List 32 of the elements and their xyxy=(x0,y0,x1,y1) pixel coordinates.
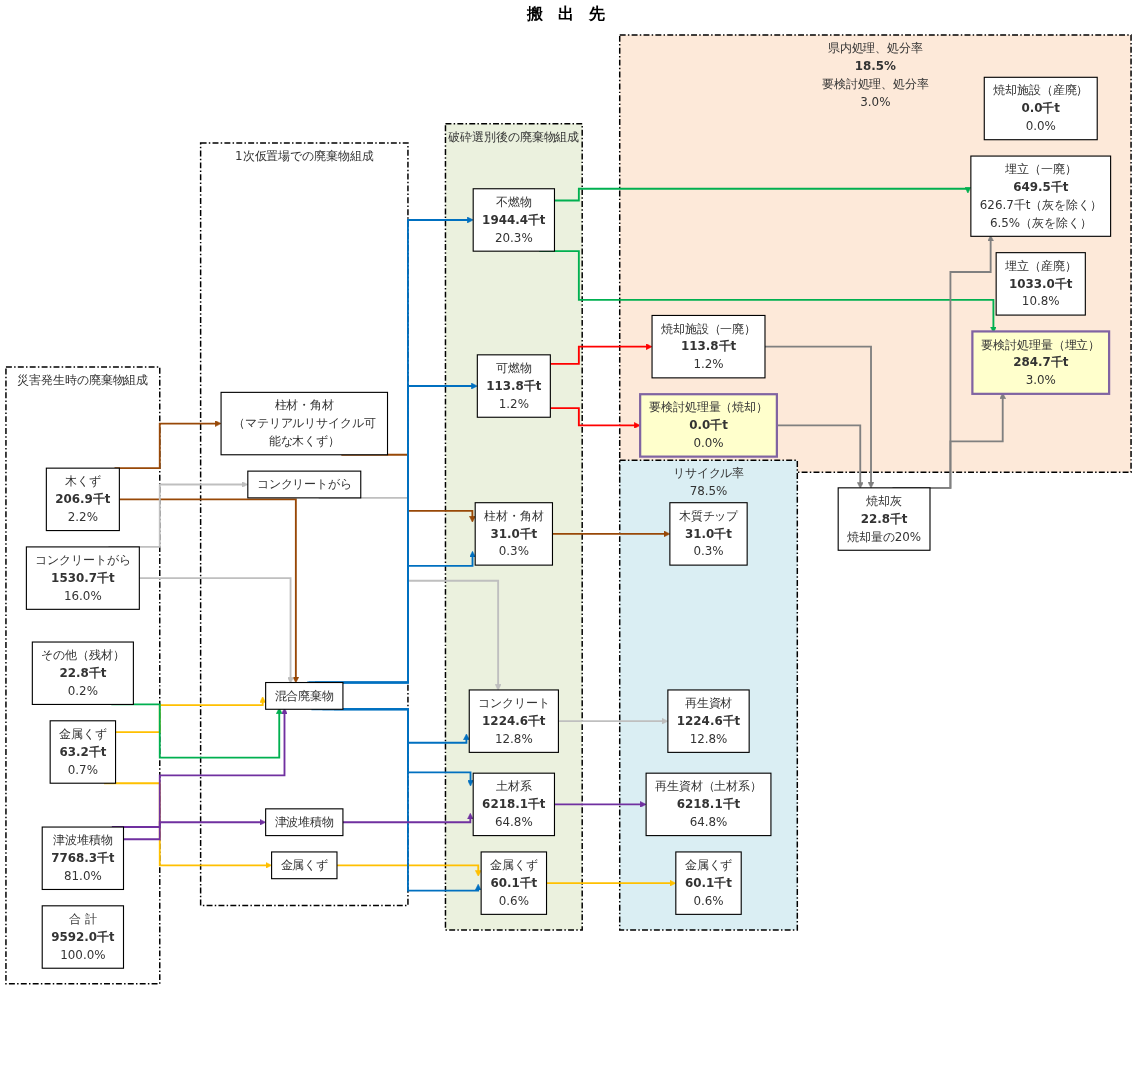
node-box: 土材系 6218.1千t 64.8% xyxy=(472,772,556,837)
node-box: 再生資材（土材系） 6218.1千t 64.8% xyxy=(645,772,772,837)
node-box: 金属くず xyxy=(271,851,338,880)
node-box: 不燃物 1944.4千t 20.3% xyxy=(472,188,556,252)
node-box: コンクリート 1224.6千t 12.8% xyxy=(468,689,559,753)
node-box: 金属くず 60.1千t 0.6% xyxy=(480,851,548,915)
node-box: コンクリートがら xyxy=(247,470,362,499)
column-heading: 搬 出 先 xyxy=(526,4,611,23)
node-box: 可燃物 113.8千t 1.2% xyxy=(476,354,551,418)
node-box: 合 計 9592.0千t 100.0% xyxy=(41,905,125,969)
node-box: 焼却施設（産廃） 0.0千t 0.0% xyxy=(983,76,1098,141)
node-box: 焼却施設（一廃） 113.8千t 1.2% xyxy=(651,314,766,379)
node-box: 焼却灰 22.8千t 焼却量の20% xyxy=(837,487,931,551)
node-box: 要検討処理量（焼却） 0.0千t 0.0% xyxy=(639,393,778,458)
node-box: 再生資材 1224.6千t 12.8% xyxy=(667,689,750,753)
node-box: 埋立（一廃） 649.5千t 626.7千t（灰を除く） 6.5%（灰を除く） xyxy=(970,155,1112,237)
arrow xyxy=(342,813,474,824)
node-box: 木質チップ 31.0千t 0.3% xyxy=(669,502,748,566)
node-box: その他（残材） 22.8千t 0.2% xyxy=(31,641,134,705)
node-box: 柱材・角材 （マテリアルリサイクル可能な木くず） xyxy=(220,391,389,456)
arrow xyxy=(336,864,482,877)
arrow xyxy=(764,345,875,489)
node-box: コンクリートがら 1530.7千t 16.0% xyxy=(25,546,140,610)
node-box: 要検討処理量（埋立） 284.7千t 3.0% xyxy=(971,330,1111,395)
node-box: 金属くず 60.1千t 0.6% xyxy=(675,851,742,915)
node-box: 津波堆積物 7768.3千t 81.0% xyxy=(41,826,125,891)
node-box: 柱材・角材 31.0千t 0.3% xyxy=(474,502,554,566)
node-box: 埋立（産廃） 1033.0千t 10.8% xyxy=(995,252,1086,316)
node-box: 津波堆積物 xyxy=(265,808,344,837)
node-box: 金属くず 63.2千t 0.7% xyxy=(49,720,117,784)
node-box: 木くず 206.9千t 2.2% xyxy=(45,467,120,532)
node-box: 混合廃棄物 xyxy=(265,681,344,710)
